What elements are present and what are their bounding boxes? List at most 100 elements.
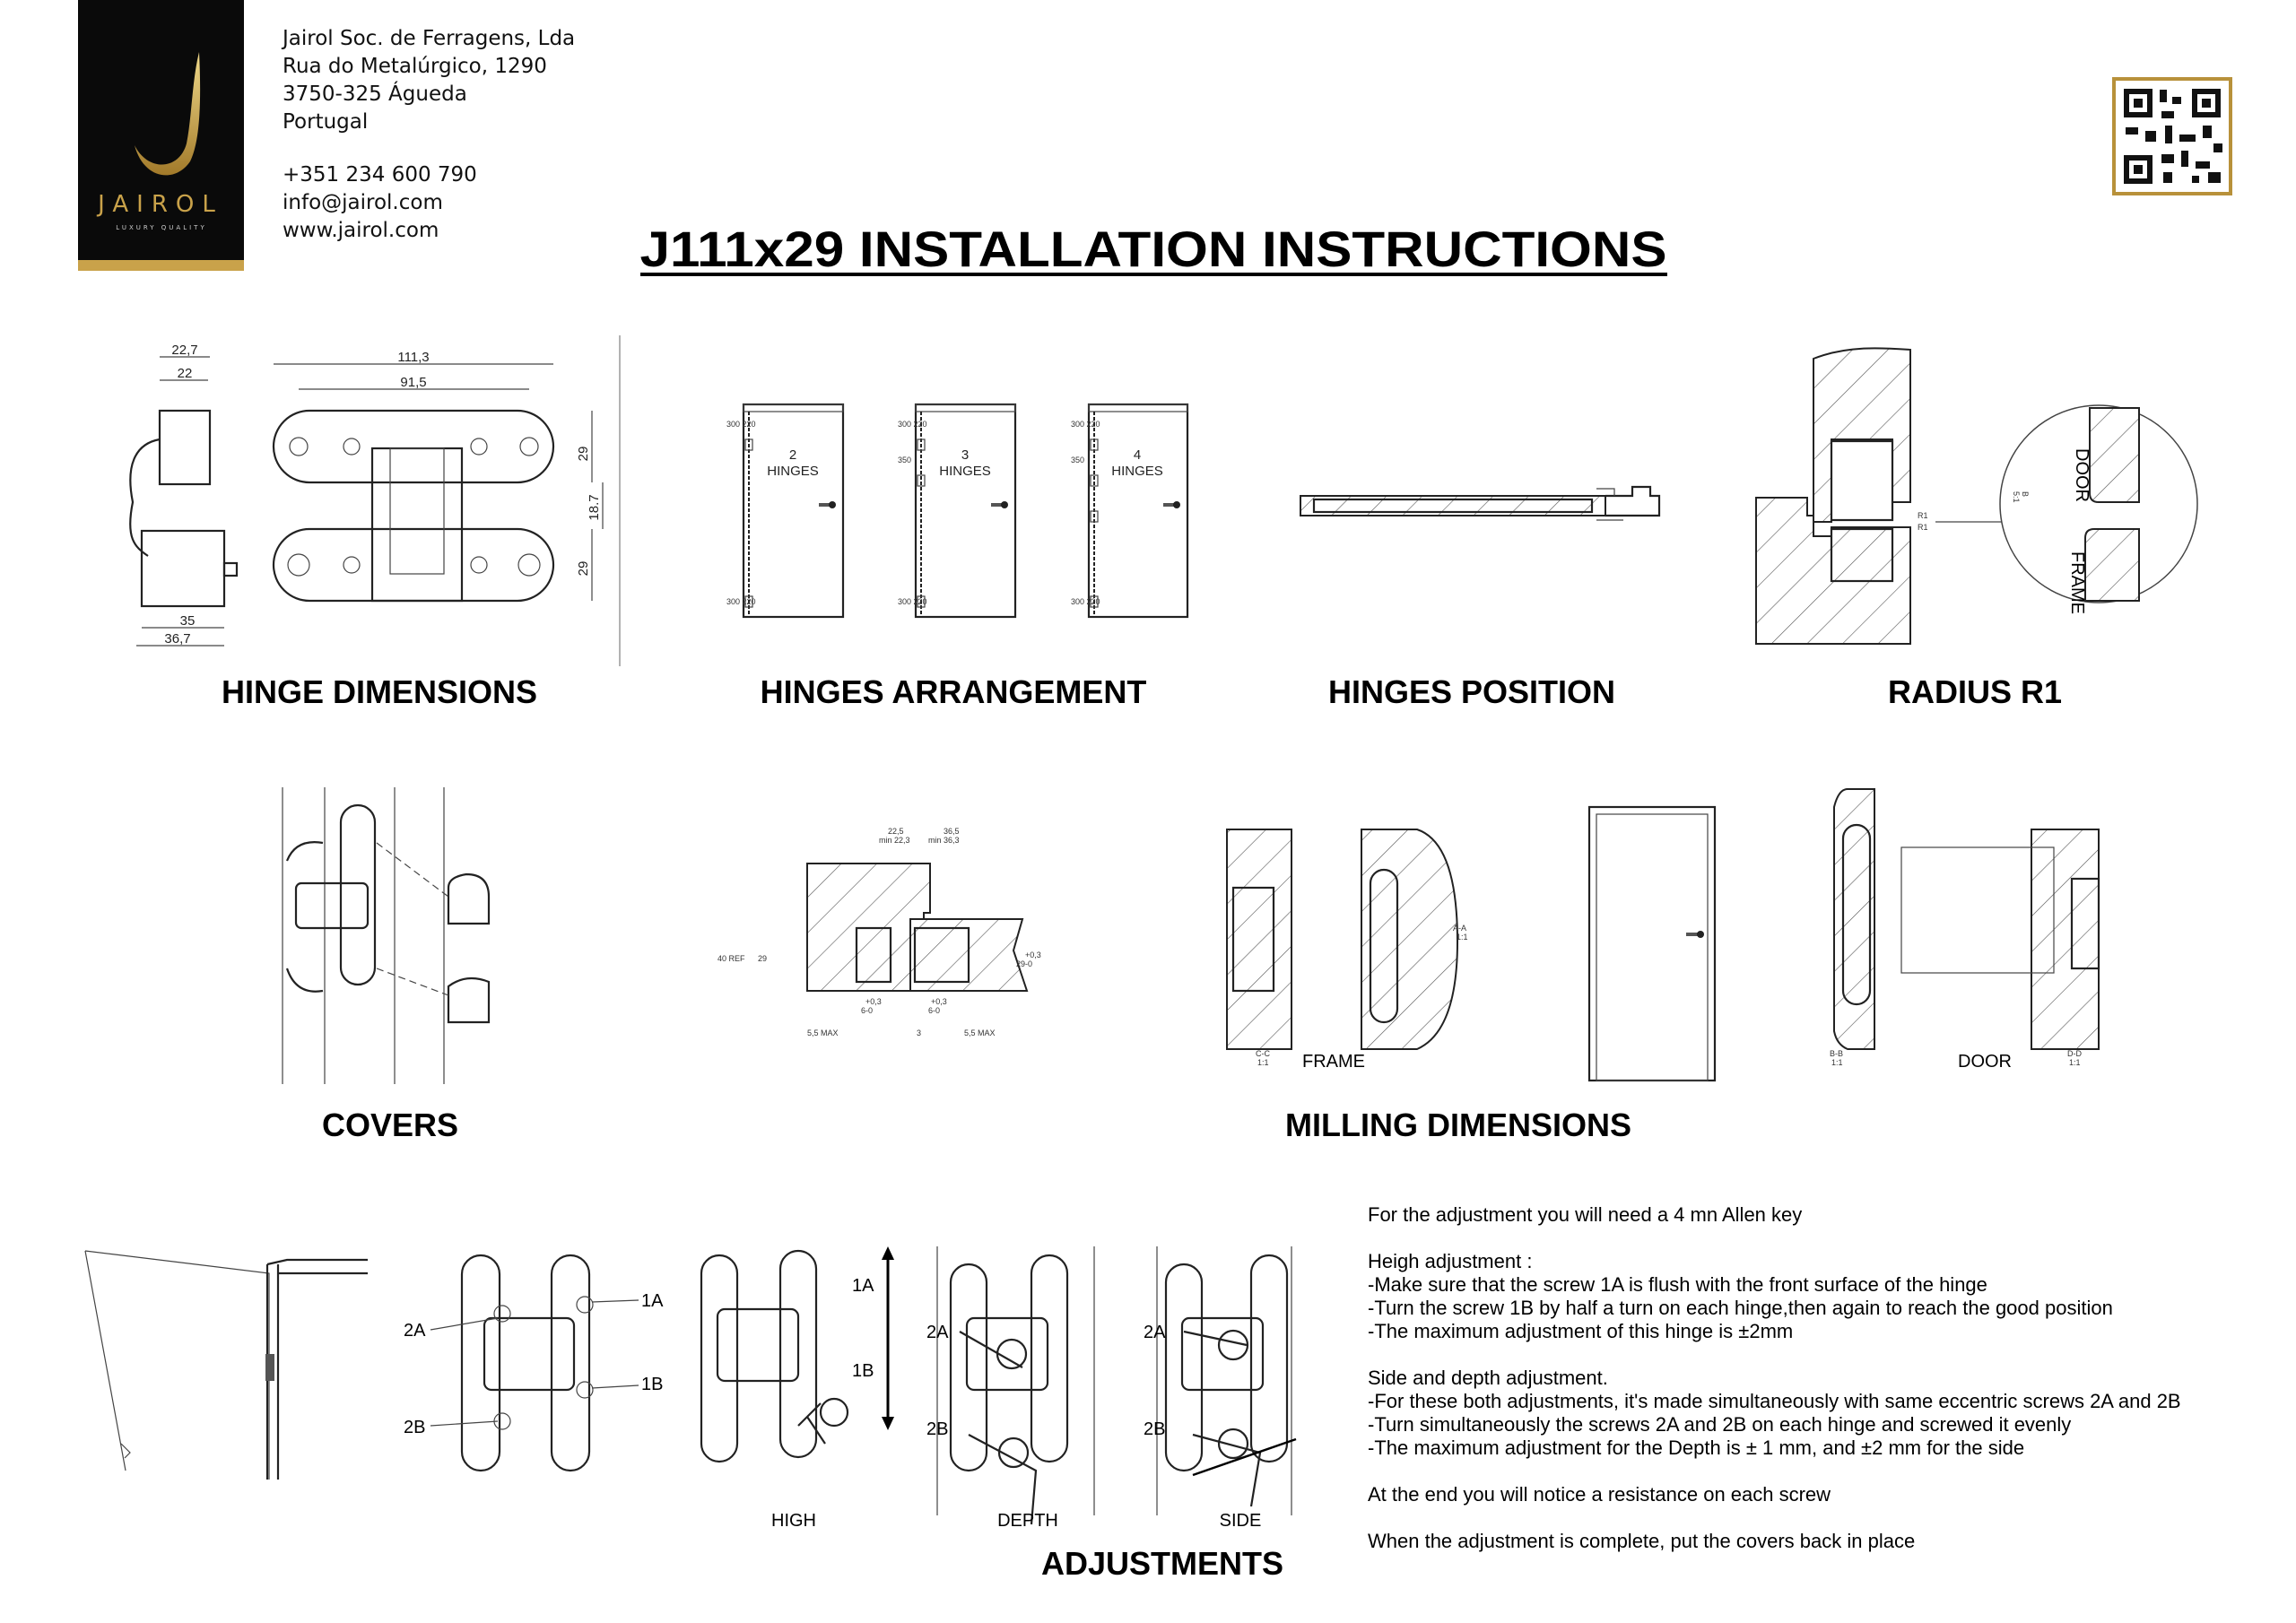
qr-code[interactable] bbox=[2112, 77, 2232, 195]
instruction-heading: Heigh adjustment : bbox=[1368, 1250, 1532, 1272]
dim-label: 300 220 bbox=[898, 420, 927, 429]
milling-section-drawing: 22,5 min 22,3 36,5 min 36,3 40 REF 29 +0… bbox=[718, 827, 1041, 1037]
dim-label: 350 bbox=[1071, 456, 1084, 464]
screw-label: 2A bbox=[926, 1323, 949, 1342]
dim-label: min 36,3 bbox=[928, 836, 960, 845]
door-2-hinges: 2 HINGES 300 220 300 220 bbox=[726, 403, 845, 619]
company-phone[interactable]: +351 234 600 790 bbox=[283, 163, 477, 187]
instruction-line: -The maximum adjustment for the Depth is… bbox=[1368, 1436, 2024, 1459]
dim-label: C-C bbox=[1256, 1049, 1270, 1058]
dim-label: min 22,3 bbox=[879, 836, 910, 845]
hinge-adjust-side: 2A 2B SIDE bbox=[1144, 1246, 1297, 1531]
door-hinge-count: 3 bbox=[961, 447, 969, 463]
dim-label: 91,5 bbox=[400, 375, 426, 390]
milling-door-drawing: B-B 1:1 D-D 1:1 DOOR bbox=[1830, 788, 2100, 1072]
screw-label: 1B bbox=[852, 1361, 874, 1381]
door-hinge-label: HINGES bbox=[767, 464, 819, 479]
instruction-line: -Turn simultaneously the screws 2A and 2… bbox=[1368, 1413, 2071, 1436]
radius-r1-drawing: R1 R1 DOOR FRAME B 5:1 bbox=[1755, 347, 2198, 645]
screw-label: 1A bbox=[641, 1291, 664, 1311]
dim-label: 5,5 MAX bbox=[964, 1028, 996, 1037]
instruction-heading: Side and depth adjustment. bbox=[1368, 1367, 1608, 1389]
frame-label: FRAME bbox=[1302, 1052, 1365, 1072]
frame-label: FRAME bbox=[2067, 551, 2087, 614]
dim-label: R1 bbox=[1918, 523, 1928, 532]
step-label-high: HIGH bbox=[771, 1511, 816, 1531]
dim-label: D-D bbox=[2067, 1049, 2082, 1058]
dim-label: 29-0 bbox=[1016, 959, 1032, 968]
section-title-radius: RADIUS R1 bbox=[1888, 673, 2062, 710]
scale-label: 5:1 bbox=[2012, 491, 2021, 503]
dim-label: +0,3 bbox=[865, 997, 882, 1006]
section-title-adjustments: ADJUSTMENTS bbox=[1041, 1545, 1283, 1582]
dim-label: 1:1 bbox=[1457, 933, 1468, 942]
dim-label: 300 220 bbox=[1071, 420, 1100, 429]
dim-label: 35 bbox=[180, 613, 196, 629]
door-3-hinges: 3 HINGES 300 220 350 300 220 bbox=[898, 403, 1017, 619]
dim-label: 300 220 bbox=[898, 597, 927, 606]
door-hinge-label: HINGES bbox=[939, 464, 991, 479]
adjustment-instructions: For the adjustment you will need a 4 mn … bbox=[1368, 1203, 2181, 1552]
section-title-hinge-dimensions: HINGE DIMENSIONS bbox=[222, 673, 537, 710]
instruction-line: -For these both adjustments, it's made s… bbox=[1368, 1390, 2181, 1412]
hinge-adjust-depth: 2A 2B DEPTH bbox=[926, 1246, 1095, 1531]
company-website[interactable]: www.jairol.com bbox=[283, 219, 439, 242]
section-title-covers: COVERS bbox=[322, 1107, 458, 1143]
dim-label: B-B bbox=[1830, 1049, 1843, 1058]
dim-label: 6-0 bbox=[861, 1006, 873, 1015]
instruction-line: -Make sure that the screw 1A is flush wi… bbox=[1368, 1273, 1987, 1296]
company-email[interactable]: info@jairol.com bbox=[283, 191, 443, 214]
detail-label: B bbox=[2021, 491, 2030, 497]
covers-drawing bbox=[282, 787, 491, 1084]
dim-label: +0,3 bbox=[931, 997, 947, 1006]
screw-label: 1A bbox=[852, 1276, 874, 1296]
dim-label: 29 bbox=[576, 561, 591, 577]
section-title-milling: MILLING DIMENSIONS bbox=[1285, 1107, 1631, 1143]
screw-label: 2B bbox=[926, 1419, 948, 1439]
instruction-line: For the adjustment you will need a 4 mn … bbox=[1368, 1203, 1802, 1226]
dim-label: 29 bbox=[758, 954, 767, 963]
hinges-arrangement-drawing: 2 HINGES 300 220 300 220 3 HINGES 300 22… bbox=[726, 403, 1189, 619]
section-title-hinges-arrangement: HINGES ARRANGEMENT bbox=[761, 673, 1147, 710]
door-hinge-count: 2 bbox=[789, 447, 796, 463]
page-title: J111x29 INSTALLATION INSTRUCTIONS bbox=[640, 221, 1667, 277]
screw-label: 1B bbox=[641, 1375, 663, 1394]
dim-label: A-A bbox=[1453, 924, 1466, 933]
dim-label: +0,3 bbox=[1025, 950, 1041, 959]
instruction-line: -The maximum adjustment of this hinge is… bbox=[1368, 1320, 1793, 1342]
adjustments-drawing: 2A 2B 1A 1B 1A 1B HIGH 2A 2B DEPTH bbox=[84, 1246, 1297, 1531]
dim-label: 5,5 MAX bbox=[807, 1028, 839, 1037]
hinge-dimensions-drawing: 22,7 22 35 36,7 111,3 91,5 29 18.7 29 bbox=[129, 343, 604, 647]
dim-label: 36,7 bbox=[164, 631, 190, 647]
logo-tagline: LUXURY QUALITY bbox=[116, 224, 206, 231]
jairol-logo: JAIROL LUXURY QUALITY bbox=[78, 0, 244, 271]
door-perspective bbox=[84, 1250, 368, 1480]
company-country: Portugal bbox=[283, 110, 368, 134]
door-hinge-label: HINGES bbox=[1111, 464, 1163, 479]
dim-label: 29 bbox=[576, 447, 591, 462]
dim-label: R1 bbox=[1918, 511, 1928, 520]
dim-label: 18.7 bbox=[587, 494, 602, 520]
hinges-position-drawing bbox=[1300, 485, 1661, 521]
step-label-depth: DEPTH bbox=[997, 1511, 1058, 1531]
door-label: DOOR bbox=[1958, 1052, 2012, 1072]
dim-label: 40 REF bbox=[718, 954, 745, 963]
hinge-adjust-high: 1A 1B HIGH bbox=[700, 1246, 894, 1531]
company-name: Jairol Soc. de Ferragens, Lda bbox=[281, 27, 575, 50]
screw-label: 2A bbox=[404, 1321, 426, 1341]
dim-label: 36,5 bbox=[944, 827, 960, 836]
instruction-line: -Turn the screw 1B by half a turn on eac… bbox=[1368, 1297, 2113, 1319]
door-front-drawing bbox=[1587, 805, 1717, 1082]
dim-label: 300 220 bbox=[726, 597, 756, 606]
door-4-hinges: 4 HINGES 300 220 350 300 220 bbox=[1071, 403, 1189, 619]
dim-label: 1:1 bbox=[1831, 1058, 1843, 1067]
dim-label: 6-0 bbox=[928, 1006, 940, 1015]
dim-label: 111,3 bbox=[397, 350, 429, 365]
company-street: Rua do Metalúrgico, 1290 bbox=[283, 55, 547, 78]
step-label-side: SIDE bbox=[1220, 1511, 1262, 1531]
dim-label: 300 220 bbox=[726, 420, 756, 429]
dim-label: 300 220 bbox=[1071, 597, 1100, 606]
screw-label: 2B bbox=[1144, 1419, 1165, 1439]
instruction-line: At the end you will notice a resistance … bbox=[1368, 1483, 1831, 1506]
dim-label: 22 bbox=[178, 366, 193, 381]
